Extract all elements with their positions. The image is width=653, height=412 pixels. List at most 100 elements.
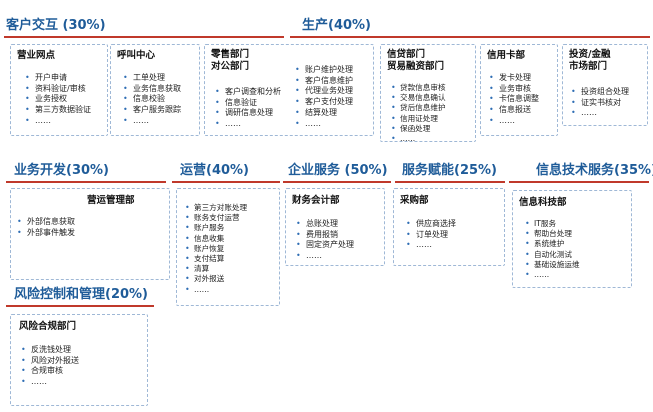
list-item: 账户维护处理 bbox=[295, 65, 353, 76]
list-item: 帮助台处理 bbox=[525, 229, 580, 239]
list-item: 第三方数据验证 bbox=[25, 105, 91, 116]
list-item: 清算 bbox=[185, 264, 247, 274]
box-credit-title-line1: 信贷部门 bbox=[387, 49, 426, 60]
section-divider-production bbox=[290, 36, 650, 38]
list-item: …… bbox=[185, 285, 247, 295]
list-item: …… bbox=[215, 119, 281, 130]
list-item: 业务授权 bbox=[25, 94, 91, 105]
list-item: 系统维护 bbox=[525, 239, 580, 249]
list-item: 信息校验 bbox=[123, 94, 181, 105]
section-divider-bizdev bbox=[6, 181, 166, 183]
list-item: 订单处理 bbox=[406, 230, 456, 241]
list-item: …… bbox=[391, 134, 446, 144]
box-opsmgmt-title: 营运管理部 bbox=[87, 195, 135, 206]
list-item: 信息验证 bbox=[215, 98, 281, 109]
box-opsboard: 第三方对账处理 账务支付运营 账户服务 信息收集 账户恢复 支付结算 清算 对外… bbox=[176, 188, 280, 306]
list-item: 总账处理 bbox=[296, 219, 354, 230]
box-invest: 投资/金融 市场部门 投资组合处理 证实书核对 …… bbox=[562, 44, 648, 126]
list-item: …… bbox=[296, 251, 354, 262]
box-retail-title-line2: 对公部门 bbox=[211, 61, 250, 72]
list-item: 保函处理 bbox=[391, 124, 446, 134]
box-finance: 财务会计部 总账处理 费用报销 固定资产处理 …… bbox=[285, 188, 385, 266]
section-divider-it bbox=[509, 181, 649, 183]
list-item: 信息收集 bbox=[185, 234, 247, 244]
box-branch-list: 开户申请 资料验证/审核 业务授权 第三方数据验证 …… bbox=[25, 73, 91, 127]
list-item: 贷后信息维护 bbox=[391, 103, 446, 113]
box-finance-list: 总账处理 费用报销 固定资产处理 …… bbox=[296, 219, 354, 262]
list-item: 证实书核对 bbox=[571, 98, 629, 109]
section-title-ops: 运营(40%) bbox=[180, 163, 249, 178]
box-retail-list-left: 客户调查和分析 信息验证 调研信息处理 …… bbox=[215, 87, 281, 130]
box-branch: 营业网点 开户申请 资料验证/审核 业务授权 第三方数据验证 …… bbox=[10, 44, 108, 136]
section-divider-ops bbox=[172, 181, 280, 183]
box-callcenter: 呼叫中心 工单处理 业务信息获取 信息校验 客户服务跟踪 …… bbox=[110, 44, 200, 136]
list-item: …… bbox=[295, 119, 353, 130]
list-item: 合规审核 bbox=[21, 366, 79, 377]
list-item: 风险对外报送 bbox=[21, 356, 79, 367]
list-item: 信用证处理 bbox=[391, 114, 446, 124]
section-title-enable: 服务赋能(25%) bbox=[402, 163, 497, 178]
box-procure: 采购部 供应商选择 订单处理 …… bbox=[393, 188, 505, 266]
list-item: 交易信息确认 bbox=[391, 93, 446, 103]
list-item: 第三方对账处理 bbox=[185, 203, 247, 213]
list-item: 客户支付处理 bbox=[295, 97, 353, 108]
box-procure-list: 供应商选择 订单处理 …… bbox=[406, 219, 456, 251]
list-item: …… bbox=[525, 270, 580, 280]
list-item: 投资组合处理 bbox=[571, 87, 629, 98]
box-tech-title: 信息科技部 bbox=[519, 197, 567, 208]
list-item: 贷款信息审核 bbox=[391, 83, 446, 93]
section-title-it: 信息技术服务(35%) bbox=[536, 163, 653, 178]
list-item: 卡信息调整 bbox=[489, 94, 539, 105]
section-divider-customer bbox=[4, 36, 284, 38]
box-retail-list-right: 账户维护处理 客户信息维护 代理业务处理 客户支付处理 结算处理 …… bbox=[295, 65, 353, 129]
list-item: 账户恢复 bbox=[185, 244, 247, 254]
list-item: 账务支付运营 bbox=[185, 213, 247, 223]
list-item: 客户服务跟踪 bbox=[123, 105, 181, 116]
list-item: 反洗钱处理 bbox=[21, 345, 79, 356]
list-item: 账户服务 bbox=[185, 223, 247, 233]
box-credit: 信贷部门 贸易融资部门 贷款信息审核 交易信息确认 贷后信息维护 信用证处理 保… bbox=[380, 44, 476, 144]
box-card: 信用卡部 发卡处理 业务审核 卡信息调整 信息报送 …… bbox=[480, 44, 558, 136]
section-title-risk: 风险控制和管理(20%) bbox=[14, 287, 148, 302]
list-item: …… bbox=[123, 116, 181, 127]
list-item: 客户信息维护 bbox=[295, 76, 353, 87]
list-item: 客户调查和分析 bbox=[215, 87, 281, 98]
box-finance-title: 财务会计部 bbox=[292, 195, 340, 206]
list-item: 自动化测试 bbox=[525, 250, 580, 260]
box-riskdept-title: 风险合规部门 bbox=[19, 321, 77, 332]
list-item: …… bbox=[25, 116, 91, 127]
list-item: 代理业务处理 bbox=[295, 86, 353, 97]
list-item: 发卡处理 bbox=[489, 73, 539, 84]
section-title-enterprise: 企业服务 (50%) bbox=[288, 163, 388, 178]
box-invest-title-line1: 投资/金融 bbox=[569, 49, 611, 60]
box-opsmgmt: 营运管理部 外部信息获取 外部事件触发 bbox=[10, 188, 170, 280]
list-item: 固定资产处理 bbox=[296, 240, 354, 251]
list-item: IT服务 bbox=[525, 219, 580, 229]
box-opsboard-list: 第三方对账处理 账务支付运营 账户服务 信息收集 账户恢复 支付结算 清算 对外… bbox=[185, 203, 247, 295]
box-credit-list: 贷款信息审核 交易信息确认 贷后信息维护 信用证处理 保函处理 …… bbox=[391, 83, 446, 144]
section-title-production: 生产(40%) bbox=[302, 18, 371, 33]
list-item: 业务信息获取 bbox=[123, 84, 181, 95]
box-retail-title-line1: 零售部门 bbox=[211, 49, 250, 60]
box-branch-title: 营业网点 bbox=[17, 50, 56, 61]
box-procure-title: 采购部 bbox=[400, 195, 429, 206]
box-card-list: 发卡处理 业务审核 卡信息调整 信息报送 …… bbox=[489, 73, 539, 127]
list-item: 外部事件触发 bbox=[17, 228, 75, 239]
box-tech-list: IT服务 帮助台处理 系统维护 自动化测试 基础设施运维 …… bbox=[525, 219, 580, 280]
list-item: 对外报送 bbox=[185, 274, 247, 284]
section-divider-enable bbox=[395, 181, 505, 183]
list-item: 调研信息处理 bbox=[215, 108, 281, 119]
list-item: 开户申请 bbox=[25, 73, 91, 84]
list-item: …… bbox=[406, 240, 456, 251]
box-credit-title-line2: 贸易融资部门 bbox=[387, 61, 445, 72]
list-item: 信息报送 bbox=[489, 105, 539, 116]
list-item: 费用报销 bbox=[296, 230, 354, 241]
box-tech: 信息科技部 IT服务 帮助台处理 系统维护 自动化测试 基础设施运维 …… bbox=[512, 190, 632, 288]
list-item: 基础设施运维 bbox=[525, 260, 580, 270]
list-item: 支付结算 bbox=[185, 254, 247, 264]
list-item: 工单处理 bbox=[123, 73, 181, 84]
box-invest-list: 投资组合处理 证实书核对 …… bbox=[571, 87, 629, 119]
box-card-title: 信用卡部 bbox=[487, 50, 526, 61]
box-riskdept: 风险合规部门 反洗钱处理 风险对外报送 合规审核 …… bbox=[10, 314, 148, 406]
list-item: …… bbox=[571, 108, 629, 119]
